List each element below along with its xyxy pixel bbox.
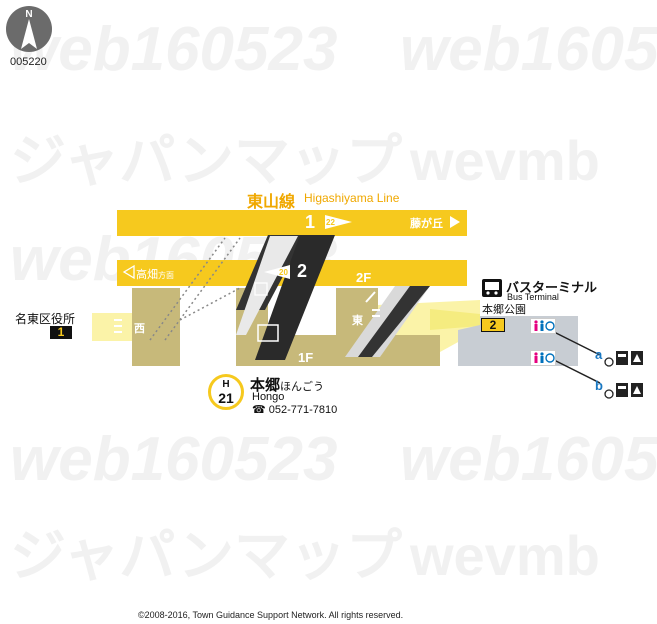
west-corridor bbox=[92, 313, 132, 341]
direction-badge-2 bbox=[264, 265, 290, 279]
svg-text:wevmb: wevmb bbox=[409, 129, 600, 192]
platform1-destination: 藤が丘 bbox=[410, 218, 443, 230]
compass: N bbox=[5, 5, 53, 53]
platform2-number: 2 bbox=[297, 261, 308, 281]
platform2-arrow-icon bbox=[122, 264, 135, 280]
watermark-text: web160523 bbox=[10, 15, 337, 84]
svg-text:ジャパンマップ: ジャパンマップ bbox=[10, 524, 402, 587]
direction-badge-1 bbox=[325, 215, 352, 229]
bus-terminal-jp: バスターミナル bbox=[506, 280, 598, 295]
station-line-letter: H bbox=[222, 379, 230, 390]
copyright: ©2008-2016, Town Guidance Support Networ… bbox=[138, 610, 404, 620]
compass-north-label: N bbox=[25, 9, 32, 20]
platform2-badge: 20 bbox=[279, 268, 288, 277]
watermark-text: web160523 bbox=[10, 425, 337, 494]
west-concourse bbox=[132, 288, 180, 366]
station-name: 本郷ほんごう bbox=[250, 374, 324, 395]
exit-a-label: a bbox=[595, 347, 603, 362]
exit-b-facilities bbox=[604, 380, 644, 400]
line-name-en: Higashiyama Line bbox=[304, 191, 400, 205]
svg-text:wevmb: wevmb bbox=[409, 524, 600, 587]
exit-b-label: b bbox=[595, 378, 603, 393]
bus-icon bbox=[482, 279, 502, 297]
station-reading: ほんごう bbox=[280, 381, 325, 393]
line-name-jp: 東山線 bbox=[247, 194, 296, 211]
wheelchair-icon bbox=[530, 350, 556, 366]
restroom-icon bbox=[530, 318, 556, 334]
watermark-text: web160523 bbox=[400, 425, 657, 494]
exit1-badge: 1 bbox=[50, 326, 72, 339]
north-arrow-icon: N bbox=[6, 6, 52, 52]
floor-1f-label: 1F bbox=[298, 350, 314, 365]
platform1-badge: 22 bbox=[326, 218, 335, 227]
stairs-center bbox=[255, 235, 335, 360]
station-name-en: Hongo bbox=[252, 391, 285, 403]
exit2-badge: 2 bbox=[481, 318, 505, 332]
bus-terminal-en: Bus Terminal bbox=[507, 292, 559, 302]
platform1-number: 1 bbox=[305, 212, 316, 232]
escalator-icon bbox=[365, 291, 376, 303]
floor-2f-label: 2F bbox=[356, 270, 372, 285]
map-id: 005220 bbox=[10, 56, 47, 68]
exit1-label: 名東区役所 bbox=[15, 312, 76, 326]
exit2-label: 本郷公園 bbox=[482, 304, 526, 316]
exit-a-facilities bbox=[604, 348, 644, 368]
svg-text:ジャパンマップ: ジャパンマップ bbox=[10, 129, 402, 192]
east-wicket-label: 東 bbox=[352, 315, 363, 327]
platform1-arrow-icon bbox=[450, 216, 460, 228]
station-number-badge: H 21 bbox=[208, 374, 244, 410]
platform2-destination: 高畑方面 bbox=[136, 269, 174, 281]
platform-1 bbox=[117, 210, 467, 236]
station-name-jp: 本郷 bbox=[250, 377, 281, 394]
watermark-text: web160523 bbox=[400, 15, 657, 84]
elevator-icon bbox=[257, 324, 279, 342]
west-wicket-label: 西 bbox=[134, 323, 145, 335]
station-code: 21 bbox=[218, 390, 234, 406]
station-phone: ☎ 052-771-7810 bbox=[252, 404, 338, 416]
